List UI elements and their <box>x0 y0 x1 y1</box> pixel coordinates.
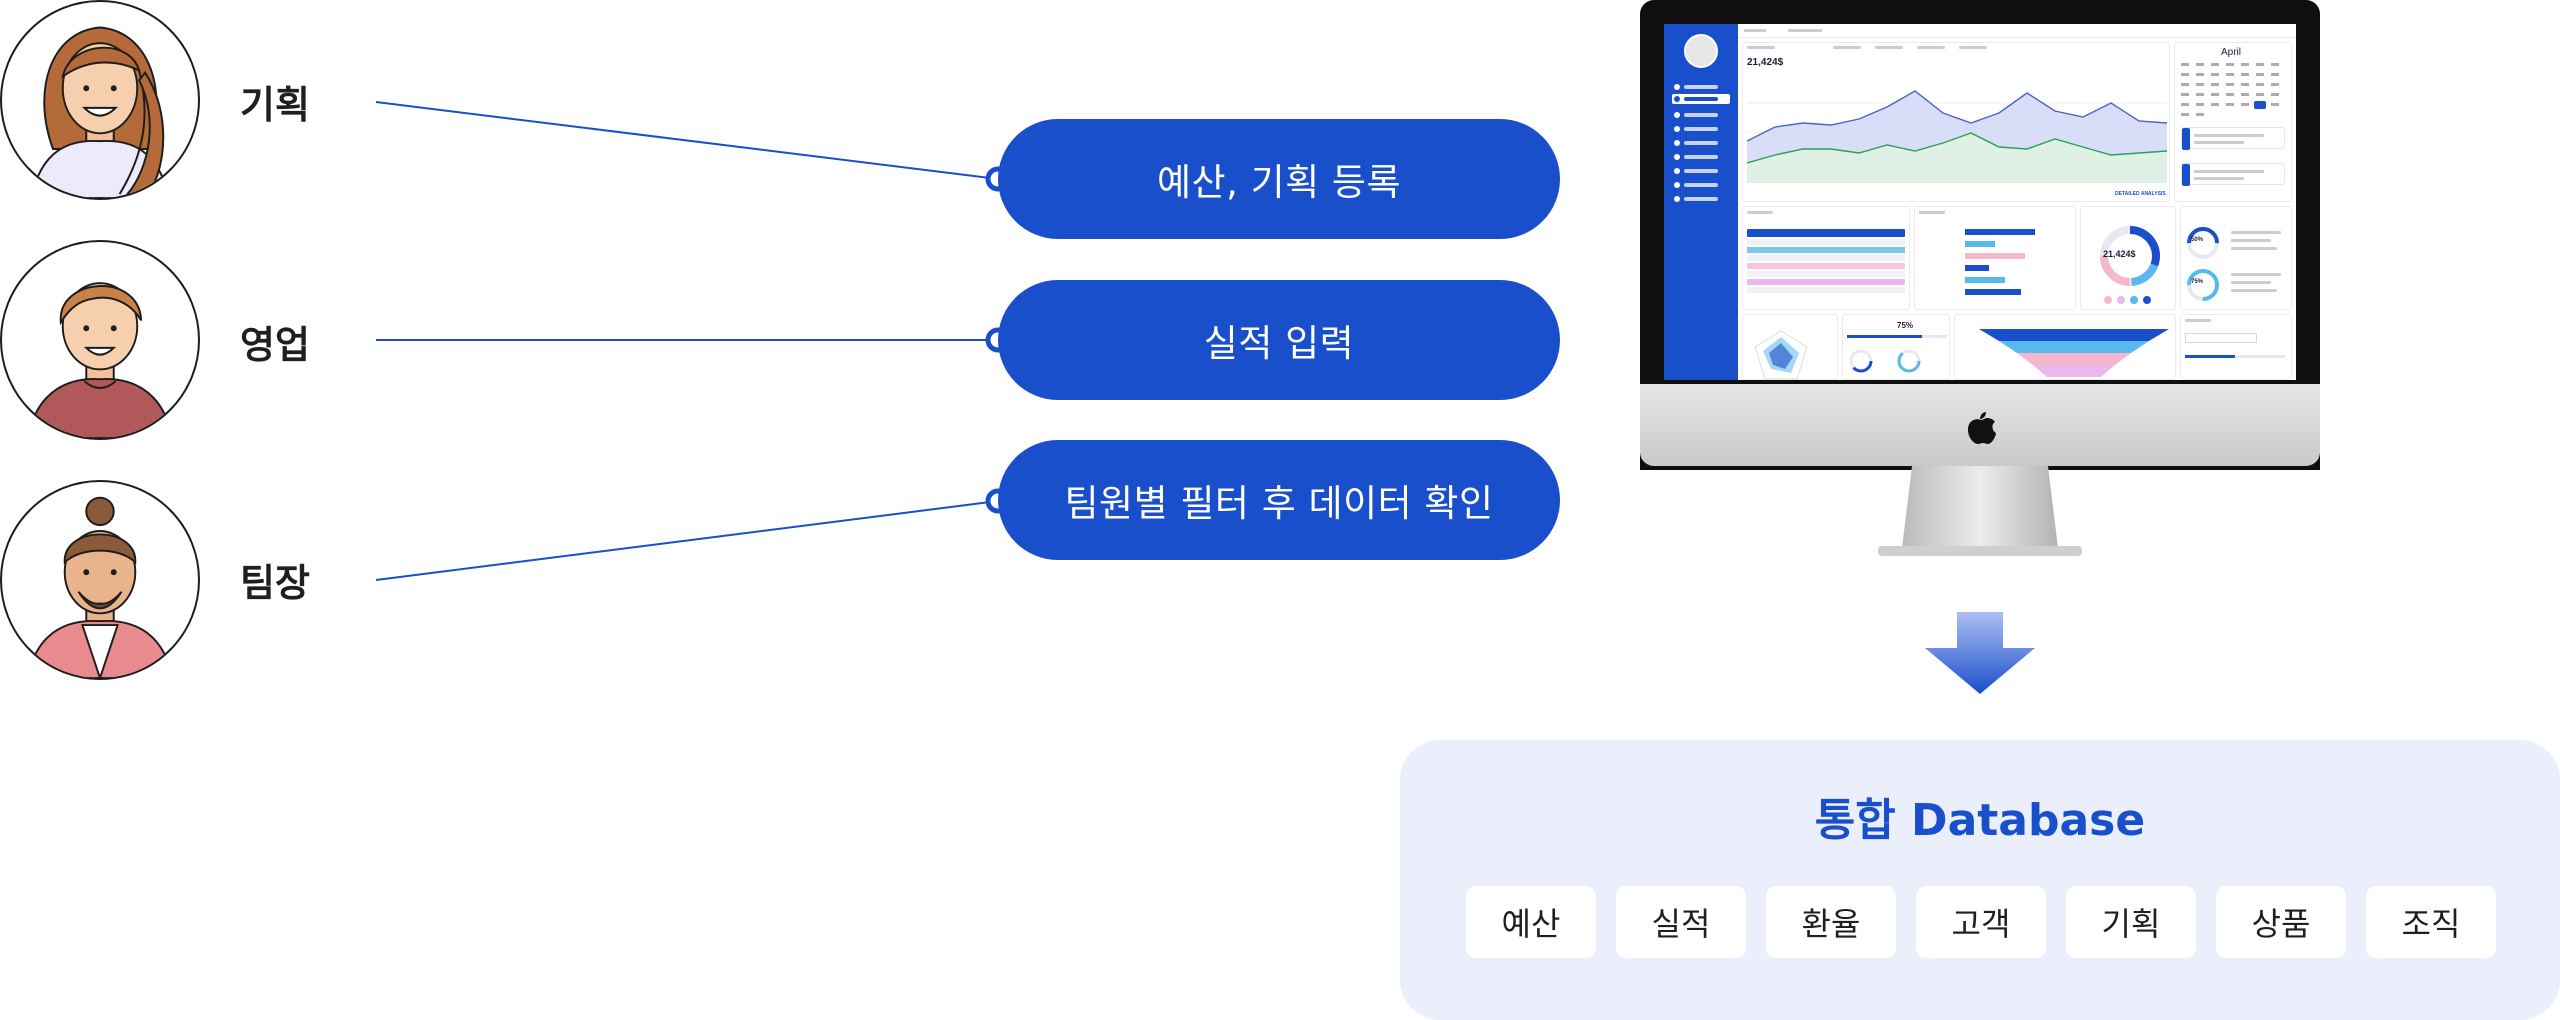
donut-card: 21,424$ <box>2080 206 2176 310</box>
table-card <box>1742 206 1910 310</box>
summary-card <box>2180 314 2292 380</box>
bar-chart-card <box>1914 206 2076 310</box>
calendar-card: April <box>2174 42 2292 202</box>
dashboard-screen: 21,424$ DETAILED ANALYSIS April <box>1664 24 2296 380</box>
sidebar-item <box>1672 124 1730 134</box>
calendar-event <box>2181 163 2285 186</box>
role-label-planning: 기획 <box>240 83 310 127</box>
line-chart <box>1747 90 2167 183</box>
db-chip-organization: 조직 <box>2366 886 2496 958</box>
connector-planning <box>375 101 999 180</box>
db-chip-performance: 실적 <box>1616 886 1746 958</box>
gauge-value: 75% <box>2191 279 2204 285</box>
progress-card: 75% <box>1842 314 1950 380</box>
radar-chart <box>1754 330 1808 380</box>
statistics-card: 21,424$ DETAILED ANALYSIS <box>1742 42 2170 202</box>
sidebar-item <box>1672 152 1730 162</box>
gauge-bottom <box>2187 269 2219 301</box>
dashboard-sidebar <box>1664 24 1738 380</box>
sidebar-item <box>1672 180 1730 190</box>
leader-avatar <box>0 480 200 680</box>
legend-dots <box>2104 296 2151 304</box>
monitor-illustration: 21,424$ DETAILED ANALYSIS April <box>1640 0 2320 560</box>
connector-leader <box>375 500 999 581</box>
action-pill-register: 예산, 기획 등록 <box>998 119 1560 239</box>
funnel-chart <box>1979 329 2169 377</box>
detailed-analysis-button: DETAILED ANALYSIS <box>2115 191 2166 197</box>
donut-chart <box>2100 226 2160 286</box>
role-label-leader: 팀장 <box>240 561 310 605</box>
role-label-sales: 영업 <box>240 323 310 367</box>
sidebar-item-active <box>1672 94 1730 104</box>
db-chip-budget: 예산 <box>1466 886 1596 958</box>
database-title: 통합 Database <box>1814 795 2146 846</box>
calendar-grid <box>2181 63 2279 116</box>
sidebar-item <box>1672 194 1730 204</box>
sidebar-item <box>1672 138 1730 148</box>
sidebar-item <box>1672 166 1730 176</box>
donut-value: 21,424$ <box>2103 249 2136 259</box>
action-pill-input: 실적 입력 <box>998 280 1560 400</box>
funnel-card <box>1954 314 2176 380</box>
integrated-database-panel: 통합 Database 예산 실적 환율 고객 기획 상품 조직 <box>1400 740 2560 1020</box>
sidebar-item <box>1672 82 1730 92</box>
down-arrow-icon <box>1925 612 2035 694</box>
sidebar-item <box>1672 110 1730 120</box>
apple-logo-icon <box>1968 412 1996 444</box>
gauge-card: 50% 75% <box>2180 206 2292 310</box>
db-chip-exchange-rate: 환율 <box>1766 886 1896 958</box>
monitor-stand <box>1878 466 2082 556</box>
action-pill-filter: 팀원별 필터 후 데이터 확인 <box>998 440 1560 560</box>
dashboard-topbar <box>1738 24 2296 38</box>
calendar-month: April <box>2221 47 2242 58</box>
mini-gauges <box>1849 349 1921 373</box>
sales-avatar <box>0 240 200 440</box>
db-chip-product: 상품 <box>2216 886 2346 958</box>
progress-value: 75% <box>1897 321 1914 330</box>
calendar-event <box>2181 127 2285 150</box>
gauge-value: 50% <box>2191 237 2204 243</box>
sidebar-avatar <box>1684 34 1718 68</box>
gauge-top <box>2187 227 2219 259</box>
kpi-value: 21,424$ <box>1747 57 1784 68</box>
planner-avatar <box>0 0 200 200</box>
radar-card <box>1742 314 1838 380</box>
db-chip-customer: 고객 <box>1916 886 2046 958</box>
db-chip-planning: 기획 <box>2066 886 2196 958</box>
